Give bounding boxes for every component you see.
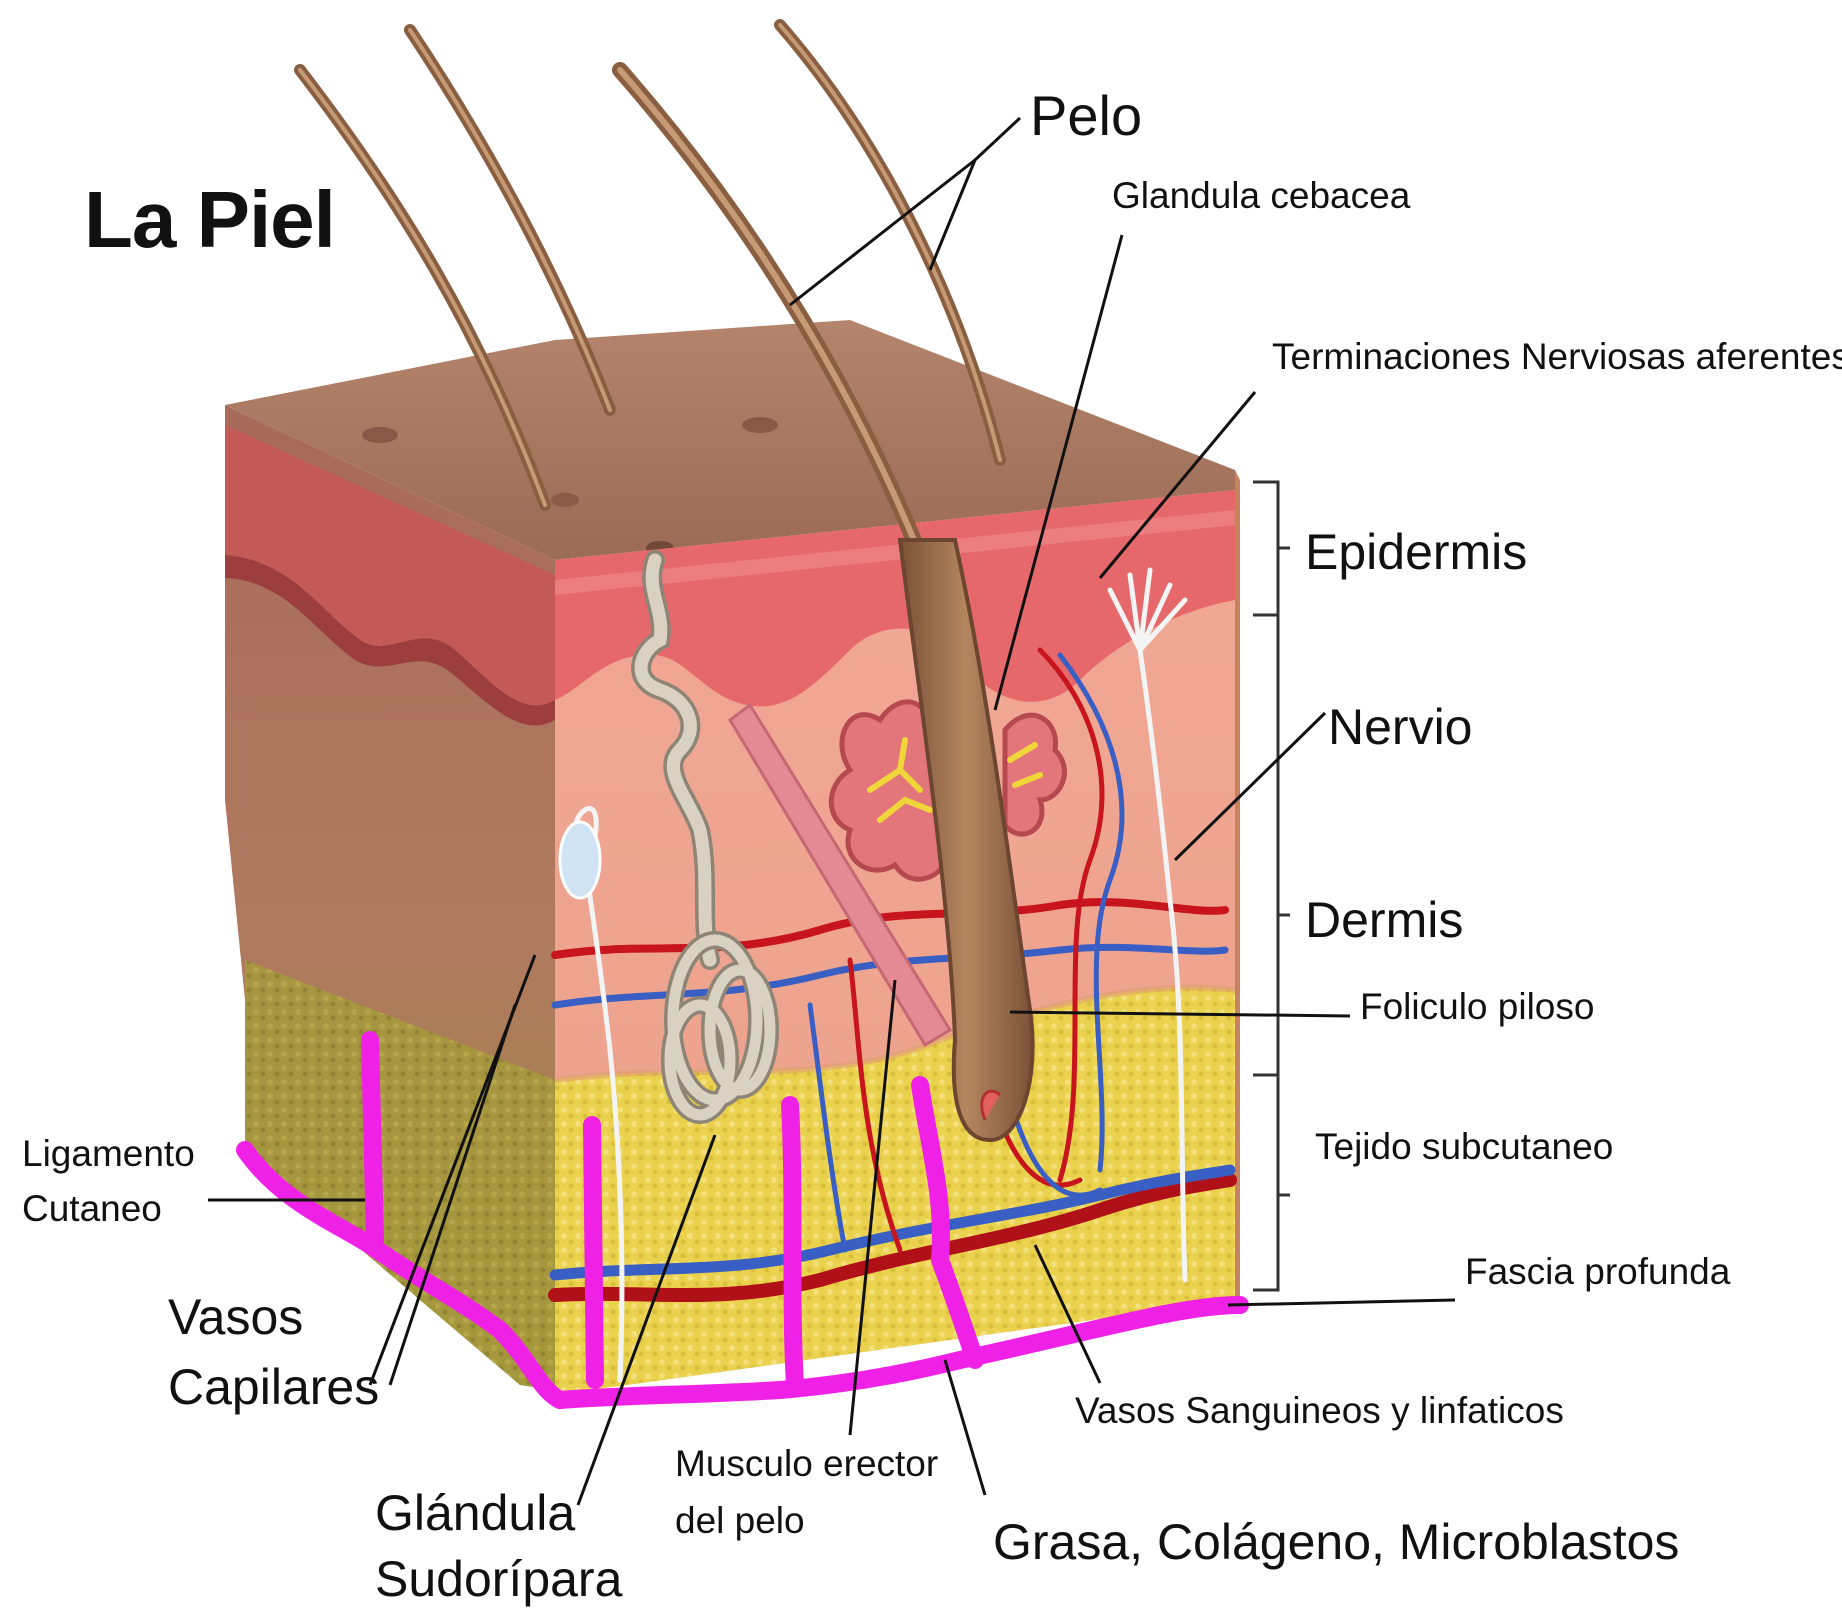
layer-brackets bbox=[1253, 482, 1290, 1290]
label-fascia-profunda: Fascia profunda bbox=[1465, 1253, 1730, 1290]
label-terminaciones-nerviosas: Terminaciones Nerviosas aferentes bbox=[1272, 338, 1842, 375]
label-capilares: Capilares bbox=[168, 1362, 379, 1412]
label-sudoripara: Sudorípara bbox=[375, 1554, 622, 1604]
label-tejido-subcutaneo: Tejido subcutaneo bbox=[1315, 1128, 1613, 1165]
page-title: La Piel bbox=[84, 180, 335, 260]
label-epidermis: Epidermis bbox=[1305, 527, 1527, 577]
label-glandula-cebacea: Glandula cebacea bbox=[1112, 177, 1410, 214]
label-musculo-erector: Musculo erector bbox=[675, 1445, 938, 1482]
pacinian-corpuscle bbox=[560, 822, 600, 898]
label-del-pelo: del pelo bbox=[675, 1502, 805, 1539]
label-vasos: Vasos bbox=[168, 1292, 303, 1342]
label-ligamento: Ligamento bbox=[22, 1135, 195, 1172]
label-glandula: Glándula bbox=[375, 1488, 575, 1538]
label-pelo: Pelo bbox=[1030, 88, 1142, 144]
label-grasa-colageno: Grasa, Colágeno, Microblastos bbox=[993, 1517, 1679, 1567]
label-nervio: Nervio bbox=[1328, 702, 1472, 752]
label-vasos-sanguineos: Vasos Sanguineos y linfaticos bbox=[1075, 1392, 1564, 1429]
label-foliculo-piloso: Foliculo piloso bbox=[1360, 988, 1594, 1025]
label-dermis: Dermis bbox=[1305, 895, 1463, 945]
left-face bbox=[225, 405, 555, 1390]
label-cutaneo: Cutaneo bbox=[22, 1190, 162, 1227]
